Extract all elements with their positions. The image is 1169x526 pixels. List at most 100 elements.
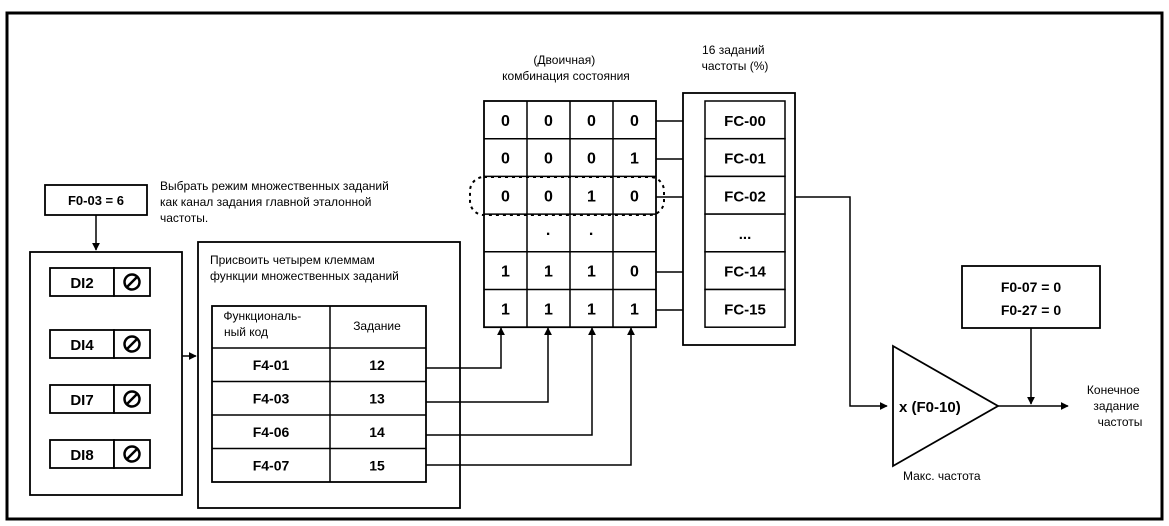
col-code-header: Функциональ- ный код	[223, 309, 304, 339]
assign-caption: Присвоить четырем клеммам функции множес…	[210, 253, 399, 283]
binary-cell: 0	[587, 113, 596, 130]
output-label: Конечное задание частоты	[1087, 383, 1143, 429]
binary-cell: 1	[630, 301, 639, 318]
screw-icon	[123, 335, 141, 353]
preset-value: 14	[369, 424, 385, 440]
preset-item: FC-14	[704, 251, 786, 291]
binary-cell: 1	[587, 264, 596, 281]
params-box	[961, 265, 1101, 329]
terminal-label: DI2	[70, 275, 93, 292]
binary-cell: 0	[544, 151, 553, 168]
terminal-label: DI8	[70, 447, 93, 464]
function-code: F4-06	[253, 424, 290, 440]
screw-slot-icon	[125, 275, 139, 289]
preset-to-amplifier-line	[795, 196, 888, 410]
preset-value: 15	[369, 458, 385, 474]
screw-slot-icon	[125, 392, 139, 406]
assign-to-binary-line	[426, 327, 596, 436]
assign-to-binary-line	[426, 327, 635, 466]
param-line: F0-27 = 0	[1001, 302, 1062, 318]
binary-cell: 1	[587, 188, 596, 205]
col-value-header: Задание	[353, 319, 401, 333]
binary-row: 0 0 0 0	[501, 113, 639, 130]
terminal-di8: DI8	[49, 439, 151, 469]
binary-cell: 0	[501, 151, 510, 168]
preset-label: ...	[739, 226, 752, 243]
binary-row: ··	[546, 226, 594, 243]
amplifier-triangle	[892, 344, 1000, 468]
terminal-label-box	[49, 329, 115, 359]
preset-label: FC-14	[724, 264, 766, 281]
preset-label: FC-15	[724, 301, 766, 318]
binary-cell: 0	[544, 188, 553, 205]
binary-row: 0 0 1 0	[501, 188, 639, 205]
binary-cell: 0	[501, 188, 510, 205]
screw-slot-icon	[125, 447, 139, 461]
binary-cell: 0	[630, 264, 639, 281]
selector-label: F0-03 = 6	[68, 193, 124, 208]
amplifier-caption: Макс. частота	[903, 469, 981, 483]
preset-item: FC-02	[704, 175, 786, 215]
terminal-di4: DI4	[49, 329, 151, 359]
binary-row: 1 1 1 1	[501, 301, 639, 318]
assign-row: F4-01 12	[253, 357, 385, 373]
outer-frame	[5, 11, 1164, 521]
binary-cell: 1	[587, 301, 596, 318]
presets-caption: 16 заданий частоты (%)	[702, 43, 769, 73]
assign-row: F4-03 13	[253, 391, 385, 407]
assign-table	[211, 305, 427, 483]
preset-item: FC-01	[704, 137, 786, 178]
binary-row: 1 1 1 0	[501, 264, 639, 281]
preset-item: ...	[704, 213, 786, 253]
binary-cell: 1	[544, 301, 553, 318]
binary-cell: 0	[501, 113, 510, 130]
binary-cell: 0	[630, 188, 639, 205]
connector-lines	[426, 327, 635, 466]
preset-label: FC-02	[724, 188, 766, 205]
function-code: F4-07	[253, 458, 290, 474]
binary-cell: 1	[630, 151, 639, 168]
screw-icon	[123, 445, 141, 463]
terminal-di7: DI7	[49, 384, 151, 414]
terminal-screw-box	[113, 267, 151, 297]
screw-icon	[123, 390, 141, 408]
terminal-label-box	[49, 267, 115, 297]
binary-row: 0 0 0 1	[501, 151, 639, 168]
terminal-label-box	[49, 384, 115, 414]
binary-cell: 1	[544, 264, 553, 281]
terminal-di2: DI2	[49, 267, 151, 297]
assign-row: F4-06 14	[253, 424, 385, 440]
function-code: F4-01	[253, 357, 290, 373]
preset-value: 13	[369, 391, 385, 407]
binary-cell: 0	[630, 113, 639, 130]
assign-to-binary-line	[426, 327, 505, 369]
binary-cell: 1	[501, 264, 510, 281]
screw-icon	[123, 273, 141, 291]
preset-item: FC-00	[704, 100, 786, 140]
terminal-label: DI7	[70, 392, 93, 409]
preset-value: 12	[369, 357, 385, 373]
binary-caption: (Двоичная) комбинация состояния	[502, 53, 630, 83]
assign-to-binary-line	[426, 327, 552, 403]
preset-label: FC-00	[724, 113, 766, 130]
amplifier-label: x (F0-10)	[899, 399, 961, 416]
param-line: F0-07 = 0	[1001, 279, 1062, 295]
binary-cell: ·	[589, 226, 594, 243]
binary-cell: ·	[546, 226, 551, 243]
function-code: F4-03	[253, 391, 290, 407]
binary-cell: 1	[501, 301, 510, 318]
highlight-row	[469, 176, 665, 216]
screw-slot-icon	[125, 337, 139, 351]
terminal-label-box	[49, 439, 115, 469]
preset-item: FC-15	[704, 288, 786, 328]
binary-cell: 0	[587, 151, 596, 168]
preset-label: FC-01	[724, 151, 766, 168]
selector-note: Выбрать режим множественных заданий как …	[160, 179, 392, 225]
assign-row: F4-07 15	[253, 458, 385, 474]
terminal-label: DI4	[70, 337, 94, 354]
binary-cell: 0	[544, 113, 553, 130]
